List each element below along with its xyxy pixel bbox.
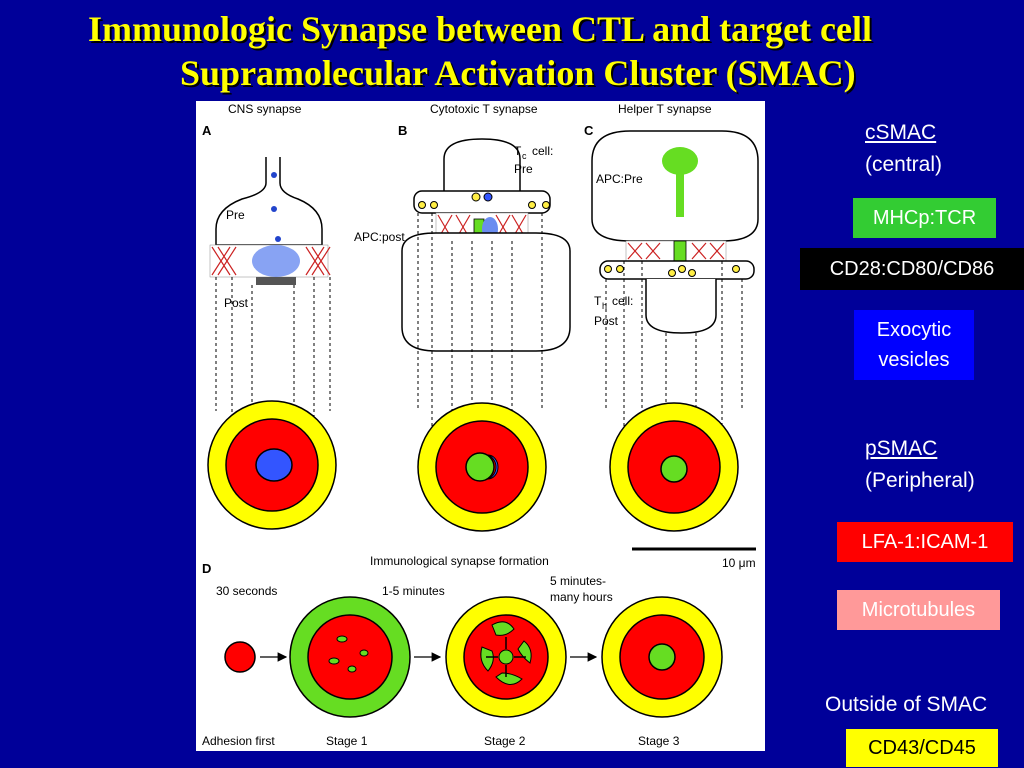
granule (471, 192, 481, 202)
stage-0-label: Adhesion first (202, 734, 275, 748)
panel-b-tc-sub: c (522, 151, 527, 161)
panel-d-time-3b: many hours (550, 590, 613, 604)
outside-smac-label: Outside of SMAC (825, 693, 988, 716)
th-cell-body (645, 279, 717, 334)
panel-a: A CNS synapse Post Pre (202, 102, 337, 530)
panel-b-csmac (465, 452, 495, 482)
panel-b-apc: APC:post (354, 230, 405, 244)
panel-b-secretory (487, 454, 499, 480)
exocytic-box: Exocytic vesicles (854, 310, 974, 380)
panel-d-letter: D (202, 561, 211, 576)
panel-c-title: Helper T synapse (618, 102, 712, 116)
target-cell (401, 232, 571, 352)
granule (483, 192, 493, 202)
panel-b-pre: Pre (514, 162, 533, 176)
antigen-compartment (662, 147, 698, 175)
panel-c: C Helper T synapse APC:Pre T h cell: Pos… (584, 102, 759, 532)
panel-c-th: T (594, 294, 602, 308)
adhesion-cell (224, 641, 256, 673)
slide-title-line-2: Supramolecular Activation Cluster (SMAC) (180, 53, 856, 93)
psmac-label: pSMAC (865, 437, 938, 460)
microtubules-box: Microtubules (837, 590, 1000, 630)
panel-b: B Cytotoxic T synapse T c cell: Pre APC:… (354, 102, 571, 532)
csmac-sub: (central) (865, 153, 943, 176)
central-cluster (252, 245, 300, 277)
panel-c-apc: APC:Pre (596, 172, 643, 186)
vesicle (271, 206, 277, 212)
panel-c-th-sub: h (602, 301, 607, 311)
mhc-tcr-box: MHCp:TCR (853, 198, 996, 238)
stage-1-inner (307, 614, 393, 700)
panel-a-letter: A (202, 123, 212, 138)
presynaptic-terminal (215, 157, 323, 246)
lfa-box: LFA-1:ICAM-1 (837, 522, 1013, 562)
panel-a-pre: Pre (226, 208, 245, 222)
adhesion-molecules (211, 246, 237, 276)
psmac-sub: (Peripheral) (865, 469, 975, 492)
synapse-diagram: A CNS synapse Post Pre (202, 102, 759, 748)
ctl-cell-top (443, 138, 521, 198)
stage-3-label: Stage 3 (638, 734, 680, 748)
panel-a-post: Post (224, 296, 249, 310)
adhesion-molecules (305, 246, 331, 276)
mhc-vesicle-stream (676, 173, 684, 217)
stage-3-csmac (648, 643, 676, 671)
c-tcr-cluster (673, 240, 687, 262)
synapse-figure: A CNS synapse Post Pre (196, 101, 765, 751)
apc-cell (591, 130, 759, 242)
panel-c-th-suffix: cell: (612, 294, 633, 308)
panel-b-title: Cytotoxic T synapse (430, 102, 538, 116)
cd28-box: CD28:CD80/CD86 (800, 248, 1024, 290)
panel-d-time-2: 1-5 minutes (382, 584, 445, 598)
csmac-label: cSMAC (865, 121, 937, 144)
panel-d-time-3a: 5 minutes- (550, 574, 606, 588)
panel-d: D Immunological synapse formation 30 sec… (202, 554, 723, 748)
panel-b-letter: B (398, 123, 407, 138)
panel-d-title: Immunological synapse formation (370, 554, 549, 568)
exocytic-line-1: Exocytic (876, 319, 952, 341)
stage-2-label: Stage 2 (484, 734, 526, 748)
slide-title-line-1: Immunologic Synapse between CTL and targ… (88, 9, 873, 49)
panel-b-tc: T (514, 144, 522, 158)
vesicle (275, 236, 281, 242)
scale-bar-label: 10 μm (722, 556, 756, 570)
panel-c-csmac (660, 455, 688, 483)
panel-a-csmac (255, 448, 293, 482)
panel-b-tc-suffix: cell: (532, 144, 553, 158)
panel-d-time-1: 30 seconds (216, 584, 277, 598)
stage-1-label: Stage 1 (326, 734, 368, 748)
exocytic-line-2: vesicles (878, 349, 950, 371)
cd43-box: CD43/CD45 (846, 729, 998, 767)
vesicle (271, 172, 277, 178)
panel-a-title: CNS synapse (228, 102, 302, 116)
panel-c-letter: C (584, 123, 594, 138)
postsynaptic-density (256, 277, 296, 285)
